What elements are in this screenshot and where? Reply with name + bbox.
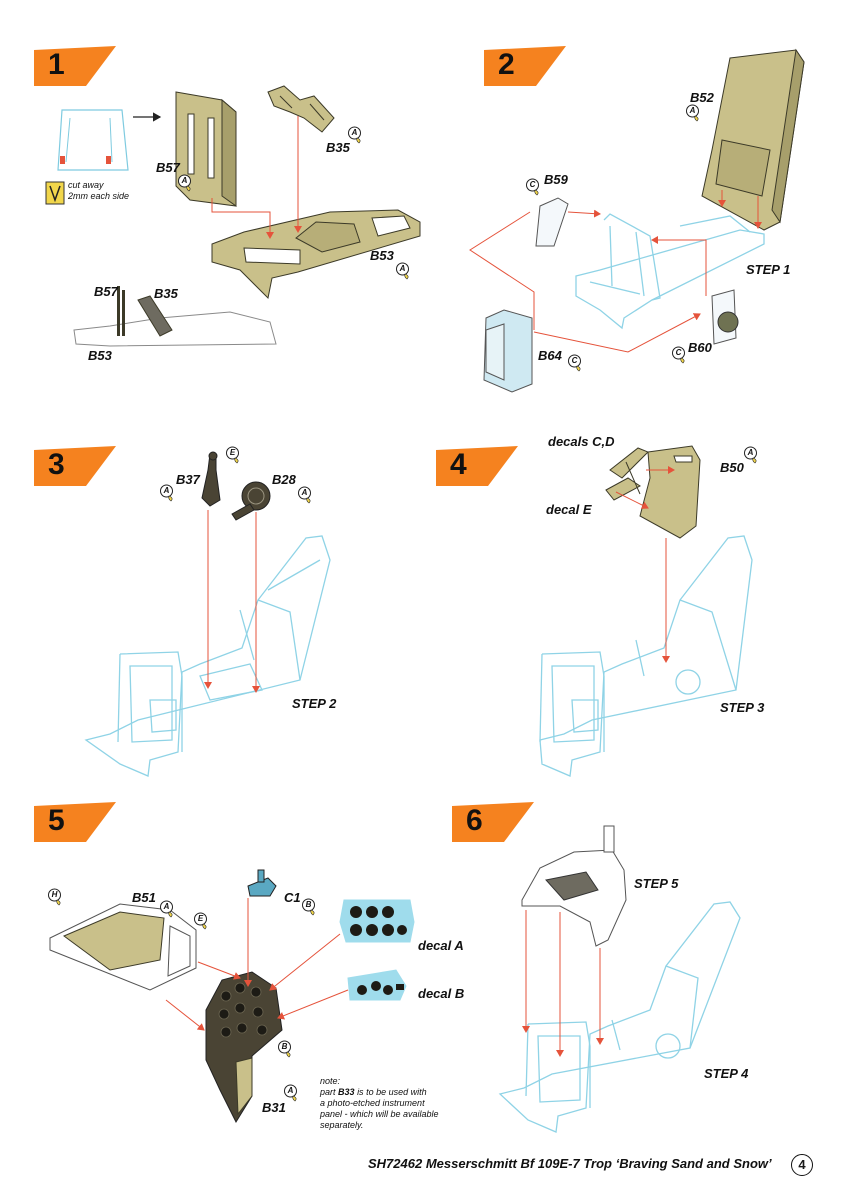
step1-art	[45, 85, 421, 347]
page-number: 4	[791, 1154, 813, 1176]
step5-art	[49, 869, 415, 1124]
step4-art	[539, 445, 753, 777]
footer-title: SH72462 Messerschmitt Bf 109E-7 Trop ‘Br…	[368, 1156, 772, 1171]
part-b37	[201, 453, 221, 507]
label-b31: B31	[262, 1100, 286, 1115]
step-number: 5	[48, 804, 65, 837]
decal-a-art	[339, 899, 415, 943]
step-badge-4: 4	[436, 446, 518, 486]
step-ref-1: STEP 1	[746, 262, 791, 277]
step3-art	[84, 451, 331, 777]
label-decal-b: decal B	[418, 986, 465, 1001]
step-badge-3: 3	[34, 446, 116, 486]
step6-art	[498, 825, 741, 1133]
step-number: 4	[450, 448, 467, 481]
paint-pin: A	[298, 486, 314, 504]
label-b35-profile: B35	[154, 286, 178, 301]
paint-pin: A	[160, 900, 176, 918]
paint-pin: A	[396, 262, 412, 280]
part-c1	[247, 877, 277, 897]
note-line: separately.	[320, 1120, 364, 1130]
step-badge-2: 2	[484, 46, 566, 86]
cockpit-step2	[84, 535, 331, 777]
paint-pin: C	[672, 346, 688, 364]
label-b57-profile: B57	[94, 284, 118, 299]
label-b50: B50	[720, 460, 744, 475]
label-b51: B51	[132, 890, 156, 905]
step-ref-3: STEP 3	[720, 700, 765, 715]
label-b60: B60	[688, 340, 712, 355]
paint-pin: B	[302, 898, 318, 916]
paint-pin: E	[194, 912, 210, 930]
part-b35	[267, 85, 335, 133]
cockpit-step4	[498, 901, 741, 1133]
step-number: 6	[466, 804, 483, 837]
label-decals-cd: decals C,D	[548, 434, 615, 449]
cut-note-line: 2mm each side	[68, 191, 130, 201]
cut-note-line: cut away	[68, 180, 104, 190]
step-badge-5: 5	[34, 802, 116, 842]
paint-pin: A	[178, 174, 194, 192]
label-b59: B59	[544, 172, 568, 187]
note-line: part B33 is to be used with	[320, 1087, 427, 1097]
paint-pin: H	[48, 888, 64, 906]
label-b53-profile: B53	[88, 348, 112, 363]
label-decal-a: decal A	[418, 938, 464, 953]
label-b64: B64	[538, 348, 562, 363]
note-line: panel - which will be available	[320, 1109, 439, 1119]
cockpit-step3	[539, 535, 753, 777]
paint-pin: A	[744, 446, 760, 464]
subassembly-step5	[521, 849, 627, 947]
paint-pin: A	[686, 104, 702, 122]
paint-pin: A	[284, 1084, 300, 1102]
b33-note: note: part B33 is to be used with a phot…	[320, 1076, 460, 1131]
cockpit-step1	[575, 213, 765, 330]
label-b57: B57	[156, 160, 180, 175]
step-ref-2: STEP 2	[292, 696, 337, 711]
note-label: note:	[320, 1076, 341, 1086]
label-c1: C1	[284, 890, 301, 905]
step-number: 1	[48, 48, 65, 81]
step-badge-6: 6	[452, 802, 534, 842]
part-b50	[639, 445, 701, 539]
note-line: a photo-etched instrument	[320, 1098, 425, 1108]
step-badge-1: 1	[34, 46, 116, 86]
step-ref-5: STEP 5	[634, 876, 679, 891]
label-b35: B35	[326, 140, 350, 155]
step2-art	[469, 48, 805, 393]
label-b28: B28	[272, 472, 296, 487]
paint-pin: C	[526, 178, 542, 196]
part-b28	[241, 481, 271, 511]
label-b52: B52	[690, 90, 714, 105]
part-b59	[535, 197, 569, 247]
paint-pin: A	[160, 484, 176, 502]
label-b53: B53	[370, 248, 394, 263]
harness-straps	[605, 447, 649, 501]
part-b53	[211, 209, 421, 300]
paint-pin: A	[348, 126, 364, 144]
paint-pin: C	[568, 354, 584, 372]
step-ref-4: STEP 4	[704, 1066, 749, 1081]
step-number: 3	[48, 448, 65, 481]
label-b37: B37	[176, 472, 200, 487]
paint-pin: E	[226, 446, 242, 464]
paint-pin: B	[278, 1040, 294, 1058]
side-profile	[73, 311, 277, 347]
label-decal-e: decal E	[546, 502, 592, 517]
step-number: 2	[498, 48, 515, 81]
cut-note: cut away 2mm each side	[68, 180, 129, 202]
